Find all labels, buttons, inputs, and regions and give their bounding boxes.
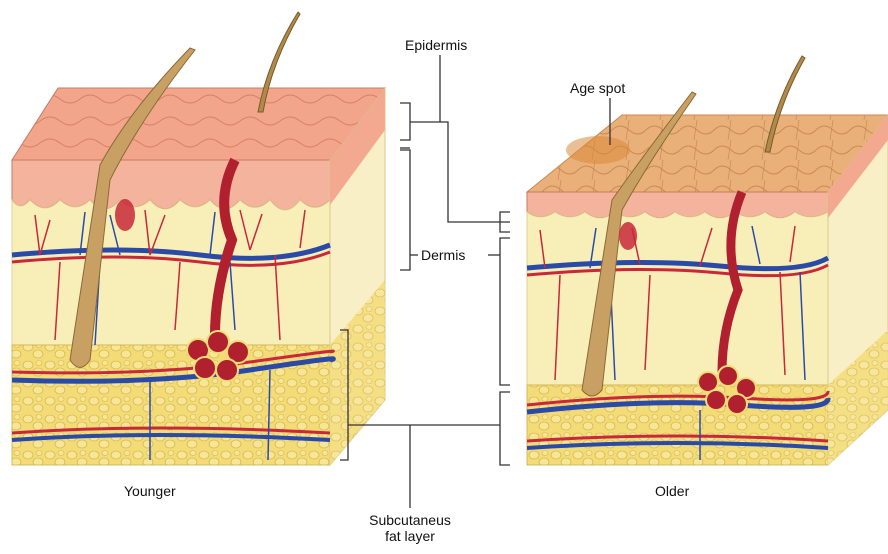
fat-bracket-older xyxy=(500,392,510,465)
older-skin-block xyxy=(527,56,888,465)
label-subcutaneous-fat: Subcutaneus fat layer xyxy=(350,512,470,544)
older-dermis xyxy=(527,212,828,385)
age-spot-mark xyxy=(566,136,630,164)
epidermis-bracket-younger xyxy=(400,103,410,140)
epidermis-leader xyxy=(410,55,510,222)
label-dermis: Dermis xyxy=(421,247,465,263)
label-epidermis: Epidermis xyxy=(405,37,467,53)
label-subcutaneous-line2: fat layer xyxy=(350,528,470,544)
younger-sebaceous-gland xyxy=(115,199,135,231)
label-age-spot: Age spot xyxy=(570,80,625,96)
dermis-bracket-younger xyxy=(400,150,410,270)
younger-surface xyxy=(12,88,385,160)
fat-leader xyxy=(348,425,500,508)
younger-skin-block xyxy=(12,12,385,465)
dermis-bracket-older xyxy=(500,238,510,385)
label-subcutaneous-line1: Subcutaneus xyxy=(350,512,470,528)
label-older: Older xyxy=(655,483,689,499)
label-younger: Younger xyxy=(124,483,176,499)
older-sebaceous-gland xyxy=(619,222,637,250)
